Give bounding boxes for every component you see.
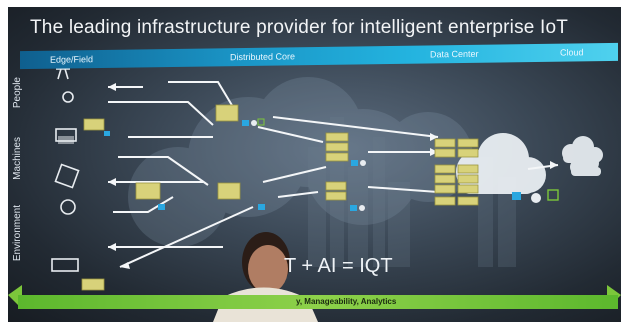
server-icon — [325, 132, 349, 142]
zone-distributed-core: Distributed Core — [230, 51, 296, 63]
gear-icon — [531, 193, 541, 203]
device-icons — [51, 61, 80, 272]
lock-icon — [350, 205, 357, 211]
box-icon — [54, 163, 80, 189]
server-icon — [434, 138, 456, 148]
lock-icon — [512, 192, 521, 200]
arrow-heads — [108, 83, 558, 269]
side-label-people: People — [12, 77, 23, 109]
zone-cloud: Cloud — [560, 47, 584, 58]
security-badges — [104, 118, 559, 309]
gear-icon — [251, 120, 257, 126]
lock-icon — [351, 160, 358, 166]
side-label-machines: Machines — [12, 137, 23, 180]
server-icon — [325, 181, 347, 191]
side-label-environment: Environment — [12, 205, 23, 262]
flow-arrows — [108, 81, 559, 268]
slide-title: The leading infrastructure provider for … — [30, 17, 569, 38]
server-icons — [81, 104, 479, 291]
server-icon — [81, 278, 105, 291]
lock-icon — [258, 204, 265, 210]
server-icon — [83, 118, 105, 131]
zone-data-center: Data Center — [430, 48, 479, 60]
bulb-icon — [60, 199, 76, 215]
bottom-bar — [18, 295, 618, 309]
slide-equation: T + AI = IQT — [284, 255, 393, 277]
chart-icon — [547, 189, 559, 201]
server-icon — [135, 182, 161, 200]
camera-icon — [58, 136, 74, 144]
bottom-bar-text: y, Manageability, Analytics — [296, 297, 397, 306]
chart-icon — [257, 118, 265, 126]
lock-icon — [158, 204, 165, 210]
person-icon — [62, 91, 74, 103]
server-icon — [217, 182, 241, 200]
zone-edge-field: Edge/Field — [50, 54, 94, 65]
server-icon — [215, 104, 239, 122]
gear-icon — [359, 205, 365, 211]
cloud-icon — [562, 136, 603, 176]
gear-icon — [360, 160, 366, 166]
projected-slide: The leading infrastructure provider for … — [8, 7, 621, 322]
lock-icon — [104, 131, 110, 136]
truck-icon — [51, 258, 79, 272]
lock-icon — [242, 120, 249, 126]
